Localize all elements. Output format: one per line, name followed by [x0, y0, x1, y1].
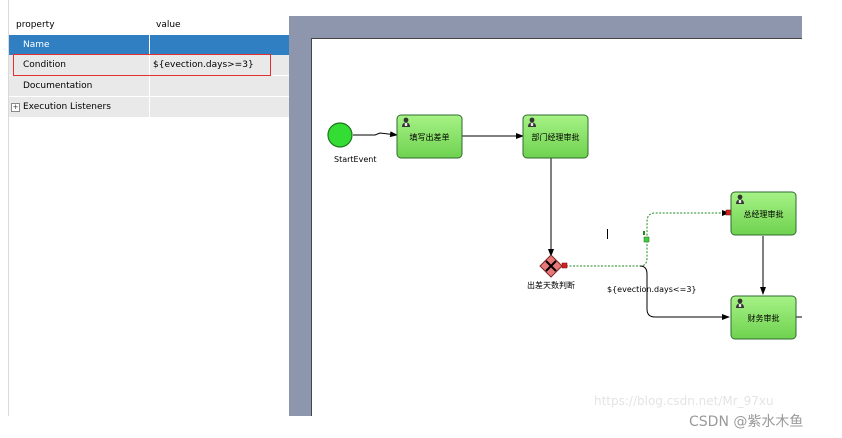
- task-general-manager[interactable]: 总经理审批: [730, 191, 797, 236]
- property-documentation-label: Documentation: [23, 81, 93, 91]
- flow-handle-start[interactable]: [561, 262, 568, 269]
- flow-gateway-to-finance[interactable]: [639, 265, 730, 320]
- properties-table-header: property value: [9, 17, 289, 34]
- flow-bendpoint-mark: [643, 231, 645, 235]
- start-event-label: StartEvent: [334, 155, 376, 164]
- property-row-documentation[interactable]: Documentation: [9, 76, 289, 97]
- properties-panel: property value Name Condition ${evection…: [0, 0, 289, 416]
- task-dept-manager-label: 部门经理审批: [532, 132, 580, 142]
- flow-handle-end[interactable]: [725, 209, 732, 216]
- gateway-label: 出差天数判断: [527, 280, 575, 290]
- task-fill-form-label: 填写出差单: [410, 132, 450, 142]
- task-fill-form[interactable]: 填写出差单: [396, 114, 463, 159]
- flow-start-to-fill[interactable]: [353, 131, 398, 138]
- watermark-url: https://blog.csdn.net/Mr_97xu: [594, 394, 774, 408]
- property-execution-listeners-label: Execution Listeners: [23, 102, 111, 112]
- task-finance-label: 财务审批: [748, 313, 780, 323]
- flow-condition-label: ${evection.days<=3}: [607, 285, 697, 294]
- task-dept-manager[interactable]: 部门经理审批: [522, 114, 589, 159]
- value-column-header: value: [156, 20, 181, 30]
- task-finance[interactable]: 财务审批: [730, 295, 797, 340]
- start-event-icon[interactable]: [327, 122, 353, 148]
- property-condition-value[interactable]: ${evection.days>=3}: [153, 60, 254, 70]
- watermark-brand: CSDN @紫水木鱼: [689, 414, 804, 430]
- property-row-execution-listeners[interactable]: + Execution Listeners: [9, 97, 289, 118]
- exclusive-gateway[interactable]: [539, 254, 563, 278]
- canvas-left-border: [311, 38, 312, 416]
- property-condition-label: Condition: [23, 60, 66, 70]
- canvas-top-border: [311, 38, 802, 39]
- task-general-manager-label: 总经理审批: [744, 209, 784, 219]
- condition-highlight-box: [13, 54, 271, 76]
- gateway-x-icon: [545, 260, 557, 272]
- property-name-label: Name: [23, 40, 50, 50]
- panel-left-border: [8, 0, 9, 416]
- diagram-canvas[interactable]: [311, 38, 802, 416]
- expand-toggle-icon[interactable]: +: [11, 103, 20, 112]
- property-column-header: property: [16, 20, 55, 30]
- flow-handle-middle[interactable]: [643, 236, 650, 243]
